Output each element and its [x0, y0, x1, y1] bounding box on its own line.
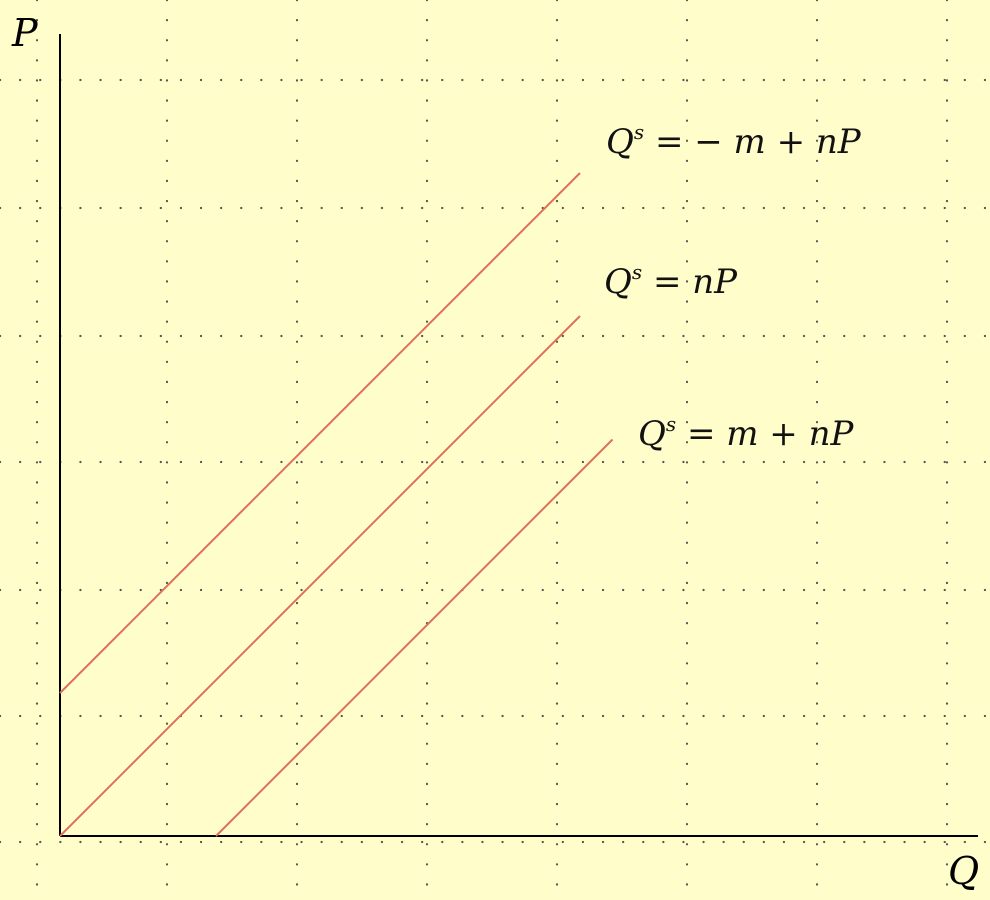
- eq-superscript: s: [631, 260, 643, 284]
- eq-body: = − m + nP: [644, 122, 861, 162]
- axes: [59, 34, 978, 837]
- supply-line-minus-m: [59, 172, 581, 694]
- eq-q: Q: [606, 122, 634, 162]
- x-axis-label: Q: [948, 849, 980, 893]
- supply-label-base: Qs = nP: [604, 262, 737, 299]
- supply-label-plus-m: Qs = m + nP: [638, 414, 853, 451]
- eq-q: Q: [638, 414, 666, 454]
- eq-body: = nP: [642, 262, 738, 302]
- eq-superscript: s: [665, 412, 677, 436]
- eq-superscript: s: [633, 120, 645, 144]
- supply-line-base: [59, 315, 581, 837]
- supply-label-minus-m: Qs = − m + nP: [606, 122, 861, 159]
- supply-line-plus-m: [215, 438, 614, 837]
- y-axis-label: P: [12, 11, 38, 55]
- eq-body: = m + nP: [676, 414, 854, 454]
- supply-lines: [59, 172, 614, 837]
- eq-q: Q: [604, 262, 632, 302]
